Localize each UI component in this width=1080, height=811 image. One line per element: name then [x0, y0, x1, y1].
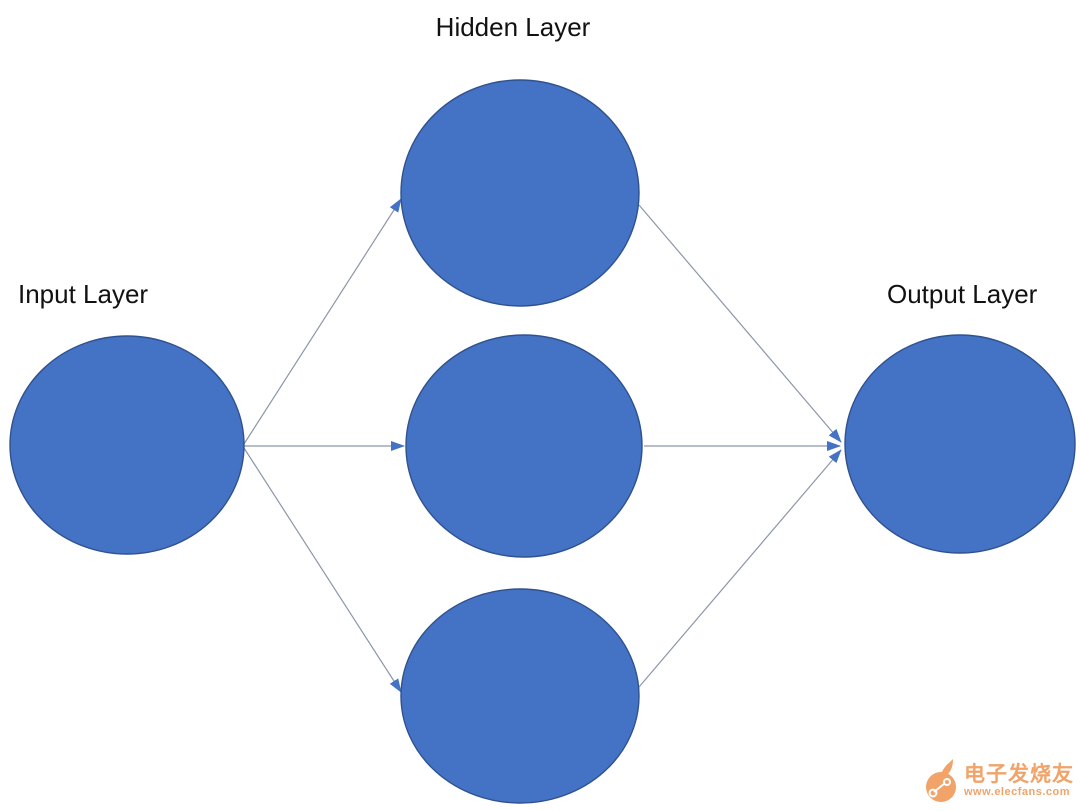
output-layer-label: Output Layer — [887, 279, 1038, 309]
watermark-text: 电子发烧友 www.elecfans.com — [964, 764, 1074, 798]
input-layer-label: Input Layer — [18, 279, 148, 309]
logo-node-left — [928, 788, 938, 798]
output-node-1 — [844, 334, 1076, 554]
hidden-node-1 — [400, 79, 640, 307]
input-node-1 — [9, 335, 245, 555]
hidden-layer-title: Hidden Layer — [436, 12, 591, 42]
edge-hidden-3-to-output — [638, 449, 842, 688]
hidden-node-2 — [405, 334, 643, 558]
logo-tail — [941, 759, 953, 775]
edge-input-to-hidden-3 — [243, 447, 402, 693]
watermark: 电子发烧友 www.elecfans.com — [923, 757, 1074, 805]
hidden-node-3 — [400, 588, 640, 804]
connector-group — [243, 198, 842, 693]
edge-hidden-1-to-output — [638, 204, 842, 443]
elecfans-logo-icon — [926, 759, 956, 802]
edge-input-to-hidden-1 — [243, 198, 402, 445]
watermark-url: www.elecfans.com — [964, 786, 1071, 798]
watermark-brand: 电子发烧友 — [964, 763, 1074, 786]
logo-node-right — [943, 778, 951, 786]
